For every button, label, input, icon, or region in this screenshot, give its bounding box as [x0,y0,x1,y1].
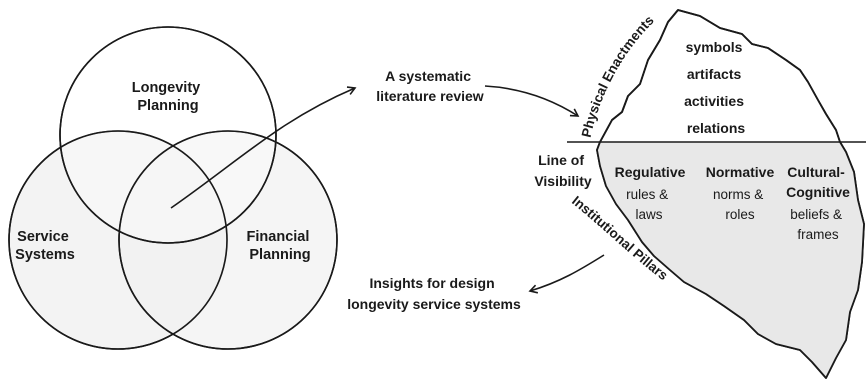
arrow-venn-to-iceberg-tip [170,86,357,209]
insights-label: Insights for design longevity service sy… [347,275,521,312]
pillar-regulative-body: rules & laws [626,187,672,222]
iceberg: symbols artifacts activities relations R… [567,9,866,379]
arrow-review-to-iceberg [484,85,580,117]
systematic-review-label: A systematic literature review [376,68,483,104]
venn-label-financial-planning: Financial Planning [247,229,314,263]
venn-label-service-systems: Service Systems [15,229,75,263]
above-water-items: symbols artifacts activities relations [684,39,748,136]
pillar-normative-head: Normative [706,164,775,180]
pillar-normative-body: norms & roles [713,187,767,222]
pillar-cultural-cognitive-body: beliefs & frames [790,207,846,242]
venn-diagram: Longevity Planning Service Systems Finan… [8,26,338,350]
venn-circle-top [59,26,277,244]
pillar-regulative-head: Regulative [615,164,686,180]
line-of-visibility-label: Line of Visibility [534,152,592,189]
arrow-to-insights [528,254,605,294]
venn-label-longevity-planning: Longevity Planning [132,80,205,114]
pillar-cultural-cognitive-head: Cultural- Cognitive [786,164,850,200]
